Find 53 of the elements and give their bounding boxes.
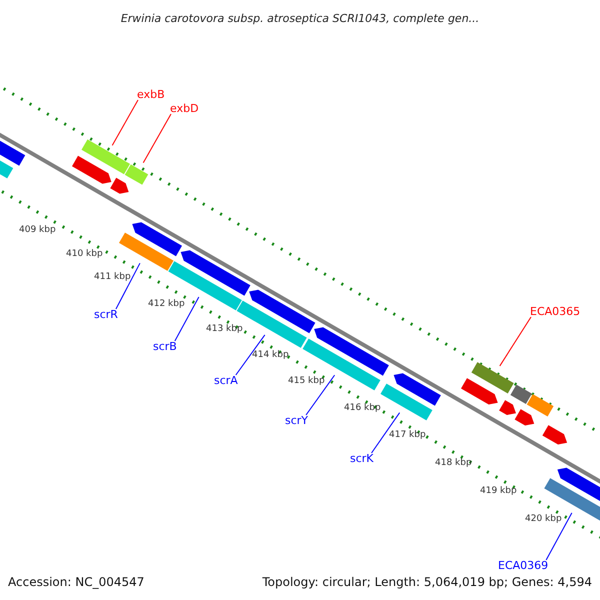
- leader-line: [499, 316, 532, 366]
- scale-label: 414 kbp: [252, 350, 289, 361]
- gene-feature: [314, 327, 389, 376]
- gene-label: exbD: [170, 102, 199, 115]
- scale-label: 412 kbp: [148, 299, 185, 310]
- gene-bar: [82, 139, 130, 174]
- gene-feature: [110, 178, 129, 194]
- gene-label: scrY: [285, 414, 308, 427]
- gene-label: ECA0365: [530, 305, 580, 318]
- footer-text: Accession: NC_004547: [8, 576, 144, 589]
- leader-line: [174, 296, 200, 342]
- leader-line: [142, 114, 172, 164]
- leader-line: [235, 334, 266, 376]
- leader-line: [112, 100, 138, 146]
- gene-feature: [499, 400, 516, 415]
- scale-label: 417 kbp: [389, 430, 426, 441]
- scale-label: 416 kbp: [344, 403, 381, 414]
- gene-feature: [514, 409, 534, 426]
- gene-bar: [124, 164, 148, 185]
- gene-label: scrA: [214, 374, 238, 387]
- gene-feature: [72, 156, 112, 184]
- scale-label: 419 kbp: [480, 486, 517, 497]
- gene-feature: [249, 290, 316, 334]
- title: Erwinia carotovora subsp. atroseptica SCRI1043, complete gen...: [120, 12, 480, 25]
- gene-bar: [510, 384, 532, 404]
- scale-label: 420 kbp: [525, 514, 562, 525]
- scale-label: 409 kbp: [19, 225, 56, 236]
- gene-label: scrR: [94, 308, 118, 321]
- gene-bar: [526, 394, 554, 416]
- gene-feature: [180, 250, 250, 296]
- footer-text: Topology: circular; Length: 5,064,019 bp; Genes: 4,594: [262, 576, 592, 589]
- gene-label: scrB: [153, 340, 177, 353]
- scale-label: 418 kbp: [435, 458, 472, 469]
- gene-feature: [542, 425, 568, 444]
- gene-feature: [132, 222, 182, 256]
- gene-feature: [461, 378, 498, 404]
- leader-line: [371, 412, 400, 454]
- gene-bar: [302, 338, 380, 390]
- scale-label: 411 kbp: [94, 272, 131, 283]
- gene-bar: [471, 362, 514, 394]
- gene-label: scrK: [350, 452, 374, 465]
- gene-bar: [119, 232, 174, 271]
- gene-feature: [394, 373, 441, 406]
- gene-label: ECA0369: [498, 559, 548, 572]
- scale-label: 415 kbp: [288, 376, 325, 387]
- gene-label: exbB: [137, 88, 165, 101]
- scale-label: 410 kbp: [66, 249, 103, 260]
- leader-line: [115, 262, 140, 310]
- scale-label: 413 kbp: [206, 324, 243, 335]
- leader-line: [546, 512, 572, 560]
- gene-bar: [168, 261, 242, 310]
- gene-bar: [380, 384, 432, 420]
- leader-line: [306, 374, 336, 416]
